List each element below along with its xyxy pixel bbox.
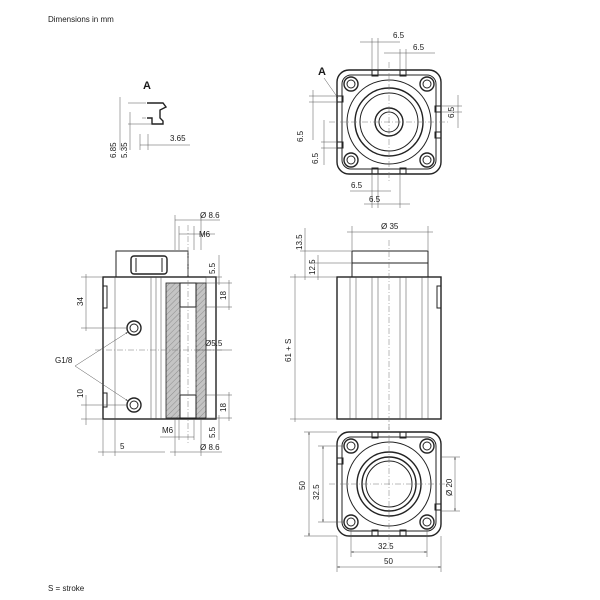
dim-dia-8-6-top: Ø 8.6 bbox=[200, 211, 220, 220]
front-dim-bottom-2: 6.5 bbox=[369, 195, 381, 204]
front-dim-top-2: 6.5 bbox=[413, 43, 425, 52]
dim-dia-20: Ø 20 bbox=[445, 478, 454, 496]
dim-12-5: 12.5 bbox=[308, 259, 317, 275]
dim-18-top: 18 bbox=[219, 291, 228, 300]
detail-a-label: A bbox=[143, 80, 151, 92]
dim-5-5-top: 5.5 bbox=[208, 262, 217, 274]
dim-34: 34 bbox=[76, 297, 85, 306]
dim-dia-35: Ø 35 bbox=[381, 222, 399, 231]
dim-dia-8-6-bottom: Ø 8.6 bbox=[200, 443, 220, 452]
front-dim-right-1: 6.5 bbox=[447, 106, 456, 118]
front-dim-left-1: 6.5 bbox=[296, 130, 305, 142]
front-view-label: A bbox=[318, 66, 326, 78]
dim-32-5-vertical: 32.5 bbox=[312, 484, 321, 500]
bottom-view: 50 32.5 Ø 20 32.5 50 bbox=[298, 424, 460, 572]
dim-32-5-horizontal: 32.5 bbox=[378, 542, 394, 551]
dim-5-35: 5.35 bbox=[120, 142, 129, 158]
port-thread-label: G1/8 bbox=[55, 356, 73, 365]
dim-18-bottom: 18 bbox=[219, 403, 228, 412]
front-dim-bottom-1: 6.5 bbox=[351, 181, 363, 190]
units-note: Dimensions in mm bbox=[48, 15, 114, 24]
dim-m6-bottom: M6 bbox=[162, 426, 174, 435]
dim-50-vertical: 50 bbox=[298, 481, 307, 490]
dim-50-horizontal: 50 bbox=[384, 557, 393, 566]
dim-13-5: 13.5 bbox=[295, 234, 304, 250]
port-upper bbox=[126, 320, 142, 336]
dim-5: 5 bbox=[120, 442, 125, 451]
dim-3-65: 3.65 bbox=[170, 134, 186, 143]
port-lower bbox=[126, 397, 142, 413]
detail-a-profile bbox=[147, 102, 168, 125]
dim-5-5-bottom: 5.5 bbox=[208, 426, 217, 438]
side-view: Ø 35 13.5 12.5 61 + S bbox=[284, 222, 442, 430]
dim-dia-5-5: Ø5.5 bbox=[205, 339, 223, 348]
front-dim-left-2: 6.5 bbox=[311, 152, 320, 164]
dim-m6-top: M6 bbox=[199, 230, 211, 239]
section-rod-hatch bbox=[165, 282, 181, 419]
detail-a-view: A 6.85 5.35 3.65 bbox=[109, 80, 190, 158]
front-view: 6.5 6.5 6.5 6.5 6.5 6.5 6.5 A bbox=[296, 31, 462, 208]
dim-6-85: 6.85 bbox=[109, 142, 118, 158]
stroke-note: S = stroke bbox=[48, 584, 85, 593]
section-view: Ø 8.6 M6 5.5 18 18 5.5 Ø5.5 34 10 G1/8 5 bbox=[55, 211, 232, 456]
dim-61-plus-s: 61 + S bbox=[284, 339, 293, 362]
front-dim-top-1: 6.5 bbox=[393, 31, 405, 40]
dim-10: 10 bbox=[76, 389, 85, 398]
